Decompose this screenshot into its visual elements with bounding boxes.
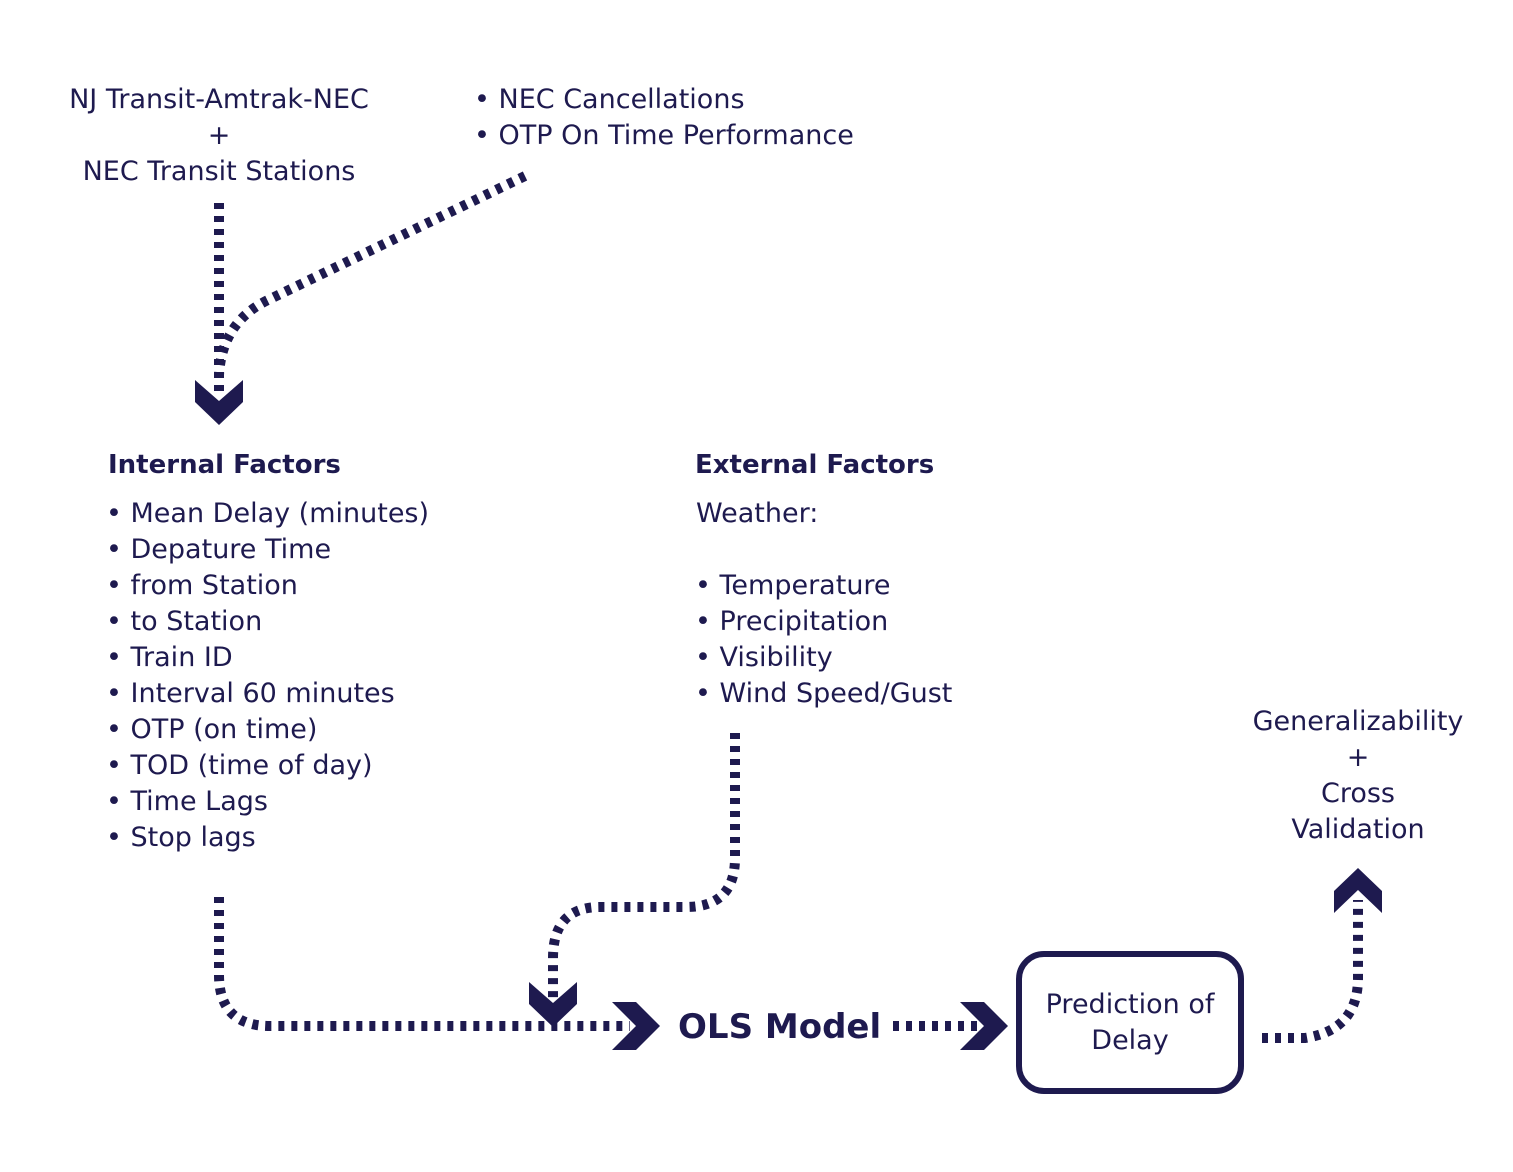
arrow-cancellations-to-internal [214, 171, 528, 376]
arrow-head-validation [1334, 868, 1382, 913]
list-item: Wind Speed/Gust [695, 676, 953, 712]
arrow-head-internal [195, 380, 243, 425]
list-item: Time Lags [106, 784, 429, 820]
list-item: Precipitation [695, 604, 952, 640]
arrow-head-prediction [960, 1002, 1008, 1050]
list-item: OTP (on time) [106, 712, 429, 748]
list-item: Temperature [695, 568, 952, 604]
external-factors-title: External Factors [695, 450, 935, 480]
validation-line-3: Validation [1291, 814, 1425, 845]
source-line-1: NJ Transit-Amtrak-NEC [69, 84, 369, 115]
arrow-head-model [612, 1002, 660, 1050]
arrow-head-external [529, 982, 577, 1027]
internal-factors-title: Internal Factors [108, 450, 341, 480]
list-item: TOD (time of day) [106, 748, 429, 784]
list-item: to Station [106, 604, 429, 640]
list-item: NEC Cancellations [474, 82, 854, 118]
arrow-internal-to-model [214, 897, 630, 1031]
list-item: OTP On Time Performance [474, 118, 854, 154]
list-item: Depature Time [106, 532, 429, 568]
external-factors-subtitle: Weather: [696, 498, 819, 529]
source-metrics-list: NEC Cancellations OTP On Time Performanc… [474, 82, 854, 154]
list-item: Interval 60 minutes [106, 676, 429, 712]
validation-line-1: Generalizability [1252, 706, 1464, 737]
list-item: from Station [106, 568, 429, 604]
source-block: NJ Transit-Amtrak-NEC + NEC Transit Stat… [60, 82, 378, 190]
list-item: Mean Delay (minutes) [106, 496, 430, 532]
arrow-external-to-model [548, 733, 740, 1000]
validation-block: Generalizability + Cross Validation [1238, 704, 1478, 848]
external-factors-list: Temperature Precipitation Visibility Win… [695, 568, 953, 712]
internal-factors-list: Mean Delay (minutes) Depature Time from … [106, 496, 430, 856]
prediction-box: Prediction of Delay [1016, 951, 1244, 1094]
arrow-prediction-to-validation [1262, 900, 1363, 1043]
list-item: Train ID [106, 640, 429, 676]
list-item: Visibility [695, 640, 952, 676]
ols-model-label: OLS Model [678, 1007, 882, 1047]
validation-plus: + [1346, 742, 1370, 773]
list-item: Stop lags [106, 820, 429, 856]
source-line-2: NEC Transit Stations [82, 156, 356, 187]
validation-line-2: Cross [1320, 778, 1395, 809]
prediction-label: Prediction of Delay [1045, 988, 1215, 1056]
source-plus: + [207, 120, 231, 151]
